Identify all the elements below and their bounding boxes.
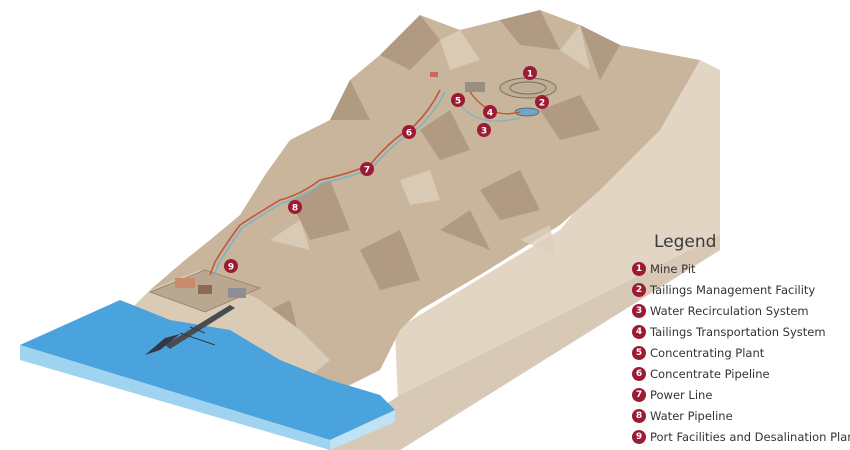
legend-item-label: Mine Pit: [650, 261, 696, 276]
legend-item: 2 Tailings Management Facility: [632, 279, 847, 300]
legend-number-badge: 9: [632, 429, 646, 444]
legend: Legend 1 Mine Pit 2 Tailings Management Fa…: [632, 232, 850, 447]
marker-9: 9: [224, 259, 238, 273]
mine-pit: [499, 77, 557, 99]
tailings-pond: [514, 107, 540, 117]
sea-side-face: [20, 345, 330, 450]
legend-number-badge: 6: [632, 366, 646, 381]
legend-item-label: Water Pipeline: [650, 408, 733, 423]
legend-item-label: Power Line: [650, 387, 713, 402]
legend-item: 1 Mine Pit: [632, 258, 847, 279]
mine-pit-ring: [509, 81, 547, 95]
sea-right-side-face: [330, 410, 395, 450]
legend-number-badge: 3: [632, 303, 646, 318]
marker-7-label: 7: [364, 166, 370, 176]
marker-4: 4: [483, 105, 497, 119]
pier-arm-2: [189, 326, 206, 334]
marker-6: 6: [402, 125, 416, 139]
marker-1: 1: [523, 66, 537, 80]
marker-2-label: 2: [539, 99, 545, 109]
legend-item-label: Concentrating Plant: [650, 345, 765, 360]
legend-item: 4 Tailings Transportation System: [632, 321, 847, 342]
legend-item: 7 Power Line: [632, 384, 847, 405]
legend-item: 6 Concentrate Pipeline: [632, 363, 847, 384]
legend-number-badge: 7: [632, 387, 646, 402]
ship: [145, 334, 180, 355]
legend-item-label: Tailings Management Facility: [650, 282, 816, 297]
block-front-face: [330, 235, 720, 450]
port-building: [175, 278, 195, 288]
terrain-ridge-highlight: [270, 25, 590, 255]
legend-item-label: Tailings Transportation System: [650, 324, 826, 339]
legend-item: 8 Water Pipeline: [632, 405, 847, 426]
legend-item: 5 Concentrating Plant: [632, 342, 847, 363]
marker-3: 3: [477, 123, 491, 137]
marker-7: 7: [360, 162, 374, 176]
legend-item: 9 Port Facilities and Desalination Plant: [632, 426, 850, 447]
pier: [165, 305, 235, 349]
marker-4-label: 4: [487, 109, 493, 119]
marker-3-label: 3: [481, 127, 487, 137]
legend-number-badge: 8: [632, 408, 646, 423]
marker-5: 5: [451, 93, 465, 107]
port-tank: [198, 285, 212, 294]
pier-arm-1: [179, 332, 216, 346]
water-pipeline: [212, 91, 446, 279]
terrain-ridge-shadow: [250, 10, 620, 340]
marker-9-label: 9: [228, 263, 234, 273]
concentrate-pipeline: [209, 89, 441, 276]
legend-item-label: Water Recirculation System: [650, 303, 809, 318]
legend-number-badge: 2: [632, 282, 646, 297]
legend-item-label: Port Facilities and Desalination Plant: [650, 429, 850, 444]
legend-item: 3 Water Recirculation System: [632, 300, 847, 321]
block-right-face: [395, 60, 720, 450]
port-warehouse: [228, 288, 246, 298]
marker-8-label: 8: [292, 204, 298, 214]
concentrating-plant: [465, 82, 485, 92]
legend-title: Legend: [654, 232, 717, 252]
marker-8: 8: [288, 200, 302, 214]
marker-2: 2: [535, 95, 549, 109]
marker-5-label: 5: [455, 97, 461, 107]
legend-number-badge: 4: [632, 324, 646, 339]
legend-item-label: Concentrate Pipeline: [650, 366, 770, 381]
plant-building: [430, 72, 438, 77]
legend-number-badge: 1: [632, 261, 646, 276]
marker-1-label: 1: [527, 70, 533, 80]
legend-number-badge: 5: [632, 345, 646, 360]
sea-surface: [20, 300, 395, 440]
marker-6-label: 6: [406, 129, 412, 139]
